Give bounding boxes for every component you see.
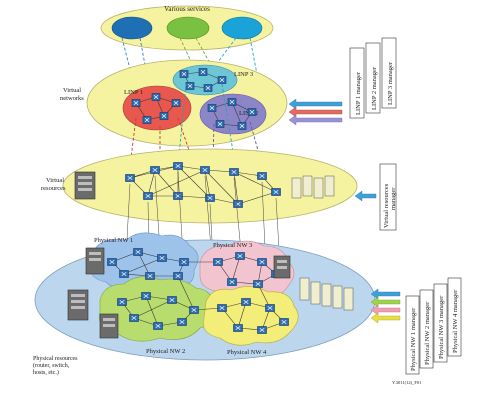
service-oval-blue	[111, 16, 153, 40]
virtual-node-7-mark	[200, 69, 206, 75]
virtual-resource-node-6-mark	[259, 173, 265, 179]
linp1-manager-label: LINP 1 manager	[355, 71, 362, 115]
physical-node-6-mark	[147, 273, 153, 279]
virtual-resources-layer: Virtual resources	[41, 148, 358, 224]
virtual-node-12-mark	[229, 99, 235, 105]
virtual-resources-label-2: resources	[41, 185, 66, 192]
virtual-node-4-mark	[161, 113, 167, 119]
virtual-resource-node-3-mark	[175, 163, 181, 169]
physical-nw1-manager-label: Physical NW 1 manager	[410, 307, 417, 371]
virtual-resource-node-group	[125, 162, 281, 208]
physical-node-14-mark	[131, 315, 137, 321]
physical-node-12-mark	[179, 319, 185, 325]
physical-node-9-mark	[143, 293, 149, 299]
linp1-label: LINP 1	[124, 89, 143, 96]
linp3-label: LINP 3	[234, 71, 253, 78]
service-oval-cyan	[221, 16, 263, 40]
virtual-resource-node-2-mark	[152, 167, 158, 173]
service-oval-green	[166, 16, 210, 40]
physical-node-21-mark	[219, 305, 225, 311]
virtual-resource-node-1-mark	[127, 175, 133, 181]
virtual-networks-label-2: networks	[60, 95, 84, 102]
physical-node-17-mark	[259, 259, 265, 265]
virtual-host-rack-left	[74, 171, 96, 200]
linp3-manager-label: LINP 3 manager	[387, 61, 394, 105]
physical-resources-label-3: hosts, etc.)	[33, 369, 59, 376]
physical-node-1-mark	[109, 259, 115, 265]
physical-node-10-mark	[169, 297, 175, 303]
physical-nw1-cloud	[90, 232, 199, 292]
physical-nw4-manager-label: Physical NW 4 manager	[452, 289, 459, 353]
virtual-resources-manager: Virtual resources manager	[354, 163, 397, 231]
virtual-resource-node-8-mark	[145, 193, 151, 199]
physical-host-rack-nw2	[99, 313, 119, 339]
virtual-resource-node-5-mark	[231, 169, 237, 175]
virtual-node-6-mark	[181, 71, 187, 77]
virtual-node-group	[131, 68, 257, 130]
virtual-node-11-mark	[209, 105, 215, 111]
physical-node-23-mark	[267, 305, 273, 311]
virtual-resource-node-7-mark	[273, 189, 279, 195]
physical-node-8-mark	[119, 299, 125, 305]
virtual-server-bank-right	[291, 175, 335, 199]
vr-manager-label-2: manager	[390, 187, 397, 210]
figure-id: Y.3011(12)_F01	[392, 380, 421, 385]
services-label: Various services	[164, 5, 210, 13]
virtual-resource-node-10-mark	[207, 195, 213, 201]
virtual-resource-node-4-mark	[202, 167, 208, 173]
physical-nw3-label: Physical NW 3	[213, 242, 252, 249]
virtual-node-14-mark	[239, 123, 245, 129]
physical-node-11-mark	[191, 307, 197, 313]
physical-node-20-mark	[229, 279, 235, 285]
virtual-node-1-mark	[133, 100, 139, 106]
virtual-node-15-mark	[217, 121, 223, 127]
vr-manager-label-1: Virtual resources	[383, 183, 390, 228]
virtual-networks-label-1: Virtual	[63, 87, 81, 94]
physical-node-group	[107, 248, 289, 334]
physical-node-16-mark	[237, 253, 243, 259]
physical-node-3-mark	[159, 255, 165, 261]
physical-node-5-mark	[175, 273, 181, 279]
physical-nw4-label: Physical NW 4	[227, 349, 267, 356]
linp2-manager-label: LINP 2 manager	[371, 66, 378, 110]
virtual-node-10-mark	[187, 83, 193, 89]
physical-node-22-mark	[243, 299, 249, 305]
services-layer: Various services	[100, 5, 274, 51]
physical-manager-arrows	[370, 288, 401, 324]
virtual-node-3-mark	[173, 100, 179, 106]
physical-nw1-label: Physical NW 1	[94, 237, 133, 244]
physical-server-bank	[299, 277, 354, 311]
virtual-node-8-mark	[219, 77, 225, 83]
virtual-node-9-mark	[205, 85, 211, 91]
physical-node-26-mark	[235, 325, 241, 331]
physical-resources-label-2: (router, switch,	[33, 362, 70, 369]
physical-nw2-label: Physical NW 2	[146, 348, 185, 355]
physical-host-rack-left	[67, 289, 89, 321]
physical-nw3-manager-label: Physical NW 3 manager	[438, 295, 445, 359]
linp-manager-arrows	[288, 98, 343, 126]
physical-resources-label-1: Physical resources	[33, 356, 78, 362]
physical-nw4-cloud	[203, 286, 299, 346]
physical-host-rack-nw3	[273, 255, 291, 279]
linp-managers: LINP 1 manager LINP 2 manager LINP 3 man…	[349, 37, 397, 119]
virtual-node-13-mark	[249, 109, 255, 115]
virtual-node-5-mark	[144, 117, 150, 123]
physical-node-15-mark	[215, 259, 221, 265]
physical-managers: Physical NW 1 manager Physical NW 2 mana…	[405, 277, 462, 375]
physical-node-24-mark	[281, 319, 287, 325]
physical-host-rack-nw1	[85, 247, 105, 275]
physical-node-2-mark	[135, 249, 141, 255]
physical-node-25-mark	[259, 327, 265, 333]
physical-node-7-mark	[121, 271, 127, 277]
physical-node-4-mark	[181, 259, 187, 265]
physical-node-13-mark	[155, 323, 161, 329]
virtual-resources-label-1: Virtual	[46, 177, 64, 184]
physical-node-19-mark	[255, 281, 261, 287]
virtual-node-2-mark	[153, 94, 159, 100]
linp1-region	[122, 85, 192, 131]
physical-nw2-manager-label: Physical NW 2 manager	[424, 301, 431, 365]
